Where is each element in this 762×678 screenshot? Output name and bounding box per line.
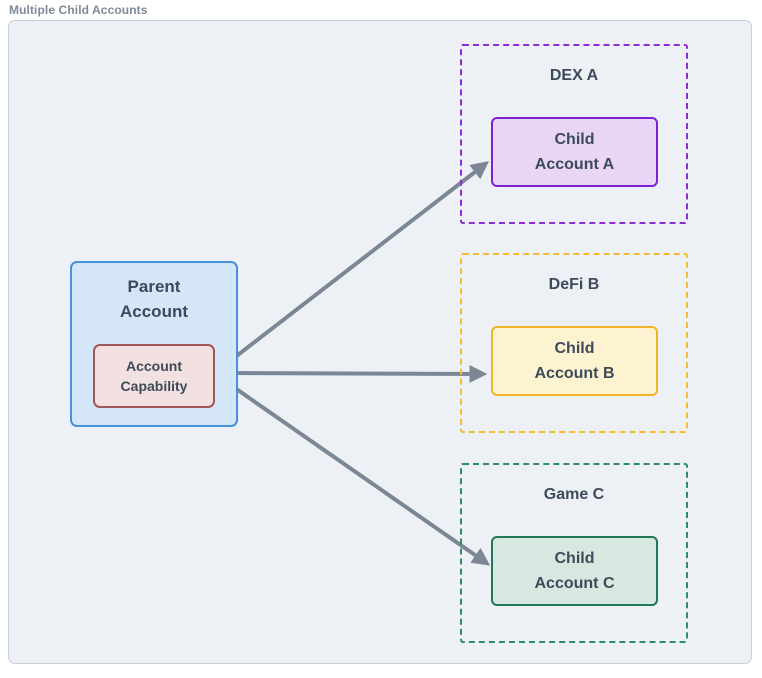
child-a-label-line-2: Account A [534,156,615,173]
child-account-b-node: Child Account B [491,326,658,396]
group-container-dex-a: DEX A Child Account A [460,44,688,224]
group-label-defi-b: DeFi B [548,276,600,293]
account-capability-node: Account Capability [93,344,215,408]
child-b-label-line-1: Child [554,340,595,357]
parent-account-label: Parent Account [72,263,236,324]
group-label-dex-a: DEX A [549,67,599,84]
group-container-game-c: Game C Child Account C [460,463,688,643]
child-account-c-label: Child Account C [535,546,615,596]
capability-label-line-1: Account [126,358,182,374]
arrow-parent-to-child-c [220,377,491,566]
diagram-canvas: Parent Account Account Capability DEX A … [8,20,752,664]
arrow-parent-to-child-a [219,161,489,370]
group-container-defi-b: DeFi B Child Account B [460,253,688,433]
parent-label-line-2: Account [120,302,188,321]
group-label-game-c: Game C [543,486,605,503]
parent-account-node: Parent Account Account Capability [70,261,238,427]
child-account-c-node: Child Account C [491,536,658,606]
child-b-label-line-2: Account B [534,365,615,382]
account-capability-label: Account Capability [121,356,188,396]
parent-label-line-1: Parent [127,277,181,296]
child-a-label-line-1: Child [554,131,595,148]
child-account-a-node: Child Account A [491,117,658,187]
diagram-title: Multiple Child Accounts [9,3,148,17]
child-account-b-label: Child Account B [535,336,615,386]
capability-label-line-2: Capability [120,378,188,394]
child-c-label-line-1: Child [554,550,595,567]
child-account-a-label: Child Account A [535,127,614,177]
child-c-label-line-2: Account C [534,575,615,592]
arrow-parent-to-child-b [219,364,488,383]
